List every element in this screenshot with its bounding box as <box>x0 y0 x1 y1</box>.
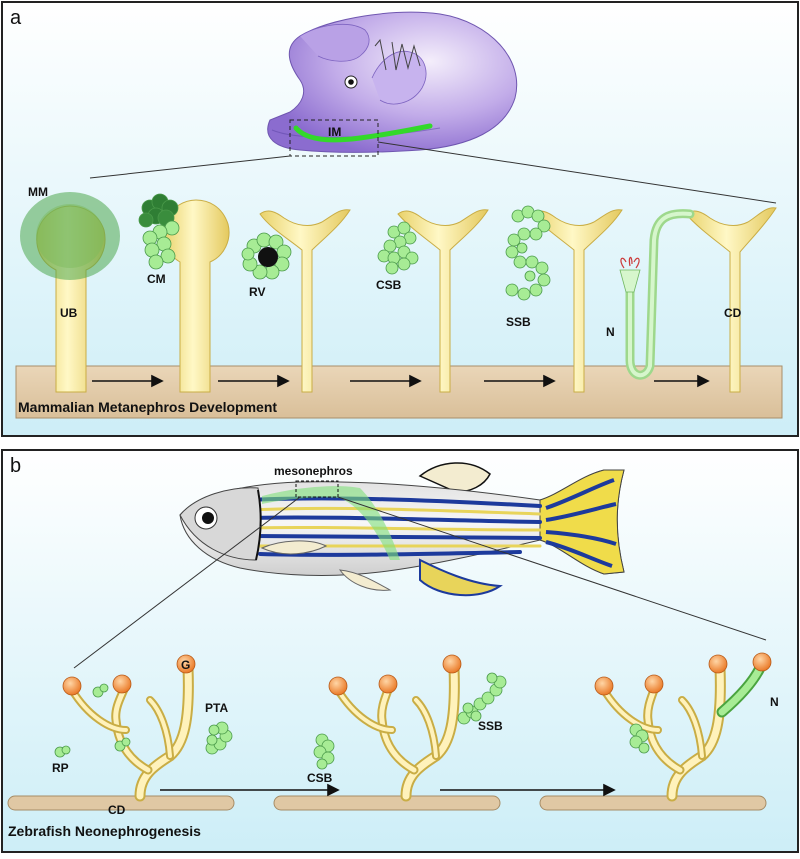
label-n: N <box>606 325 615 339</box>
panel-a: a IM MM UB <box>2 2 798 436</box>
label-csb: CSB <box>376 278 402 292</box>
panel-a-title: Mammalian Metanephros Development <box>18 399 277 415</box>
label-ssb-zf: SSB <box>478 719 503 733</box>
label-cd-zf: CD <box>108 803 126 817</box>
label-ub: UB <box>60 306 78 320</box>
label-rv: RV <box>249 285 265 299</box>
panel-b-letter: b <box>10 455 21 477</box>
label-ssb: SSB <box>506 315 531 329</box>
label-mm: MM <box>28 185 48 199</box>
label-pta: PTA <box>205 701 228 715</box>
label-im: IM <box>328 125 341 139</box>
zf-ground-2 <box>274 796 500 810</box>
mouse-embryo: IM <box>268 12 517 156</box>
panel-a-letter: a <box>10 7 22 29</box>
label-csb-zf: CSB <box>307 771 333 785</box>
label-g: G <box>181 658 190 672</box>
label-n-zf: N <box>770 695 779 709</box>
label-mesonephros: mesonephros <box>274 464 353 478</box>
label-cm: CM <box>147 272 166 286</box>
zf-ground-3 <box>540 796 766 810</box>
panel-b: b <box>2 450 798 852</box>
label-cd: CD <box>724 306 742 320</box>
label-rp: RP <box>52 761 69 775</box>
panel-b-title: Zebrafish Neonephrogenesis <box>8 823 201 839</box>
